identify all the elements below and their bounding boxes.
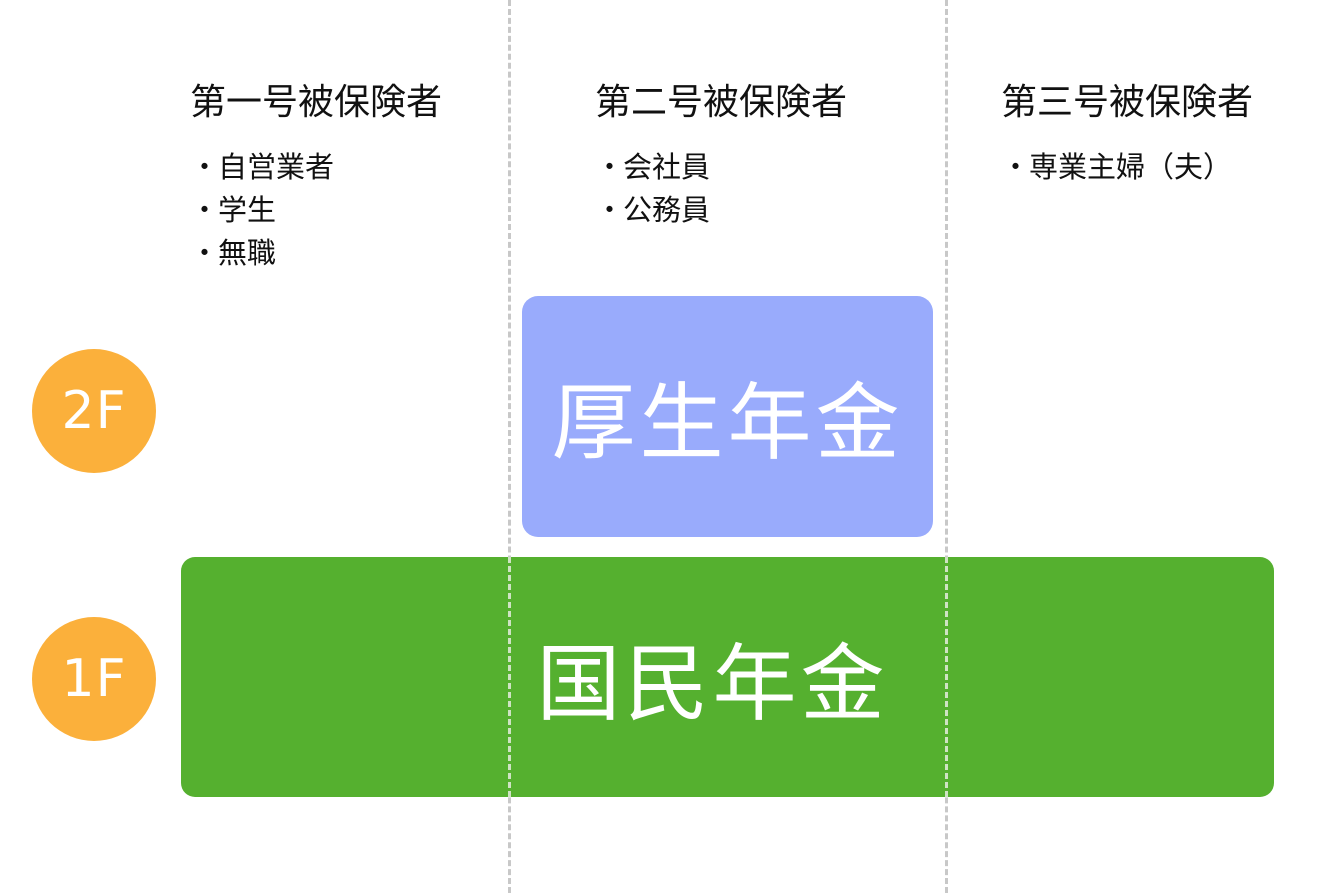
column-second-insured: 第二号被保険者 会社員 公務員: [595, 78, 847, 232]
employees-pension-box: 厚生年金: [522, 296, 933, 537]
column-divider-overlay-1: [508, 557, 511, 797]
national-pension-label: 国民年金: [536, 634, 889, 733]
list-item: 公務員: [595, 189, 847, 232]
column-item-list: 専業主婦（夫）: [1001, 146, 1253, 189]
list-item: 学生: [190, 189, 442, 232]
column-first-insured: 第一号被保険者 自営業者 学生 無職: [190, 78, 442, 275]
employees-pension-label: 厚生年金: [551, 374, 904, 472]
column-divider-2: [945, 0, 948, 893]
floor-badge-1f: 1F: [32, 617, 156, 741]
list-item: 自営業者: [190, 146, 442, 189]
column-title: 第二号被保険者: [595, 82, 848, 123]
national-pension-box: 国民年金: [181, 557, 1274, 797]
column-item-list: 会社員 公務員: [595, 146, 847, 232]
column-item-list: 自営業者 学生 無職: [190, 146, 442, 275]
list-item: 会社員: [595, 146, 847, 189]
list-item: 無職: [190, 232, 442, 275]
column-divider-overlay-2: [945, 557, 948, 797]
floor-badge-2f: 2F: [32, 349, 156, 473]
column-title: 第一号被保険者: [190, 82, 443, 123]
column-third-insured: 第三号被保険者 専業主婦（夫）: [1001, 78, 1253, 189]
column-title: 第三号被保険者: [1001, 82, 1254, 123]
list-item: 専業主婦（夫）: [1001, 146, 1253, 189]
column-divider-1: [508, 0, 511, 893]
